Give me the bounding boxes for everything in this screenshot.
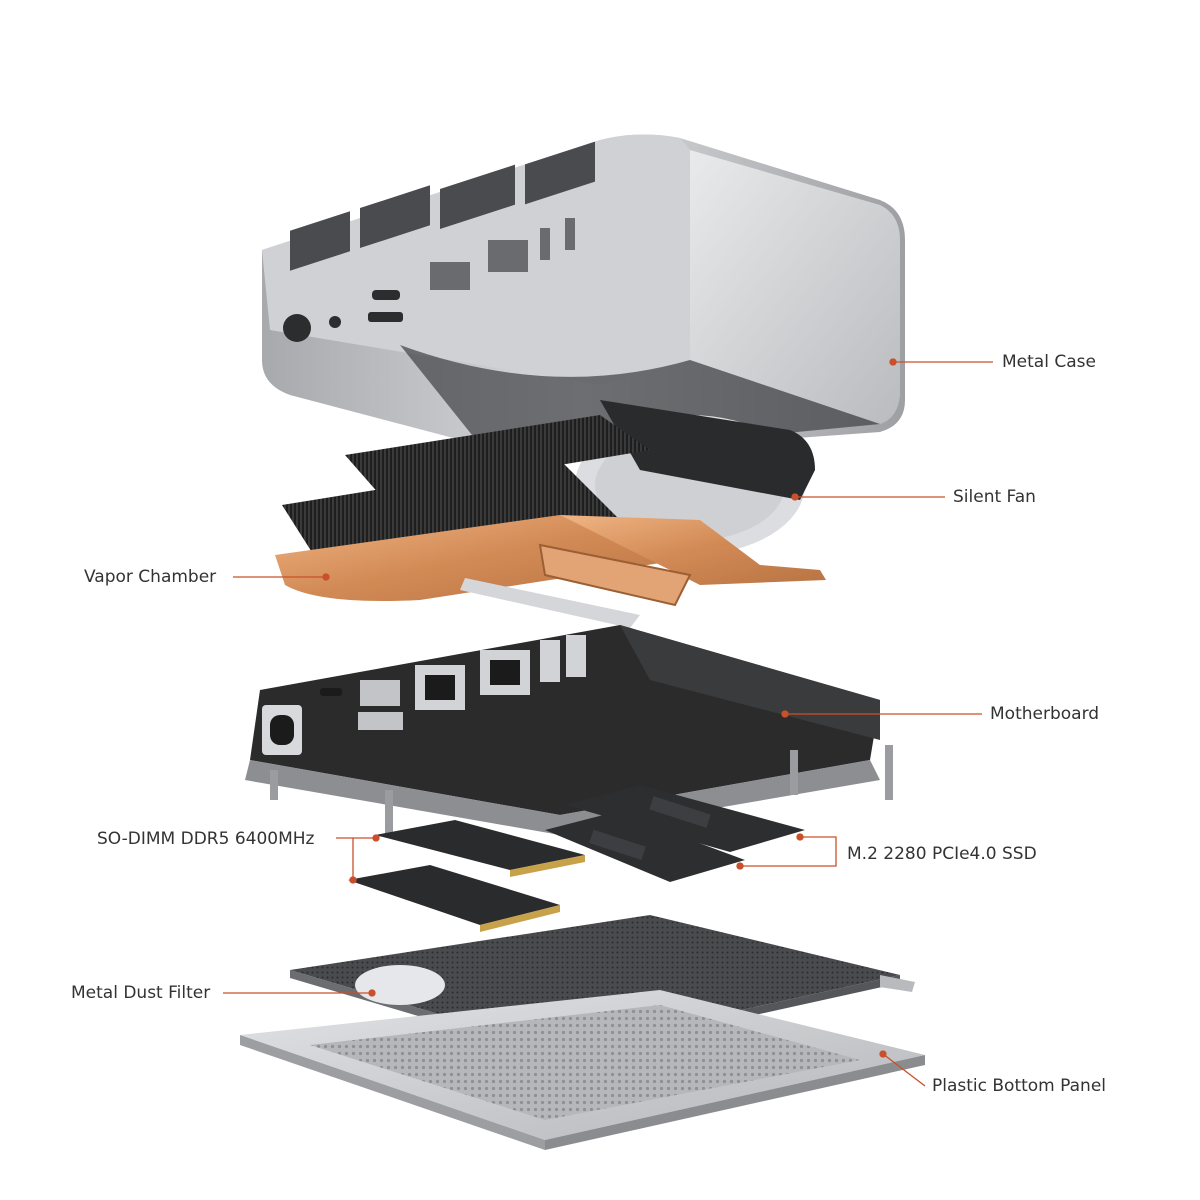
- leader-dot-dust-filter: [368, 989, 376, 997]
- leader-dot-vapor-chamber: [322, 573, 330, 581]
- label-silent-fan: Silent Fan: [953, 487, 1036, 507]
- leader-bottom-panel: [882, 1053, 926, 1087]
- leader-dot-motherboard: [781, 710, 789, 718]
- leader-dot-silent-fan: [791, 493, 799, 501]
- leader-dot-ssd-1: [796, 833, 804, 841]
- leader-dot-ram-2: [349, 876, 357, 884]
- label-ram: SO-DIMM DDR5 6400MHz: [97, 829, 315, 849]
- leader-dot-ssd-2: [736, 862, 744, 870]
- label-dust-filter: Metal Dust Filter: [71, 983, 211, 1003]
- label-ssd: M.2 2280 PCIe4.0 SSD: [847, 844, 1037, 864]
- vapor-chamber-part: [275, 415, 826, 628]
- leader-lines: [223, 358, 993, 1087]
- leader-ram: [336, 837, 354, 880]
- leader-dot-metal-case: [889, 358, 897, 366]
- label-vapor-chamber: Vapor Chamber: [84, 567, 217, 587]
- label-motherboard: Motherboard: [990, 704, 1100, 724]
- label-bottom-panel: Plastic Bottom Panel: [932, 1076, 1107, 1096]
- leader-dot-bottom-panel: [879, 1050, 887, 1058]
- ram-part: [348, 820, 585, 932]
- label-metal-case: Metal Case: [1002, 352, 1096, 372]
- leader-dot-ram-1: [372, 834, 380, 842]
- leader-ssd: [740, 836, 837, 867]
- motherboard-part: [245, 625, 893, 835]
- metal-case-part: [262, 134, 905, 457]
- ssd-part: [545, 785, 805, 882]
- plastic-bottom-panel-part: [240, 990, 925, 1150]
